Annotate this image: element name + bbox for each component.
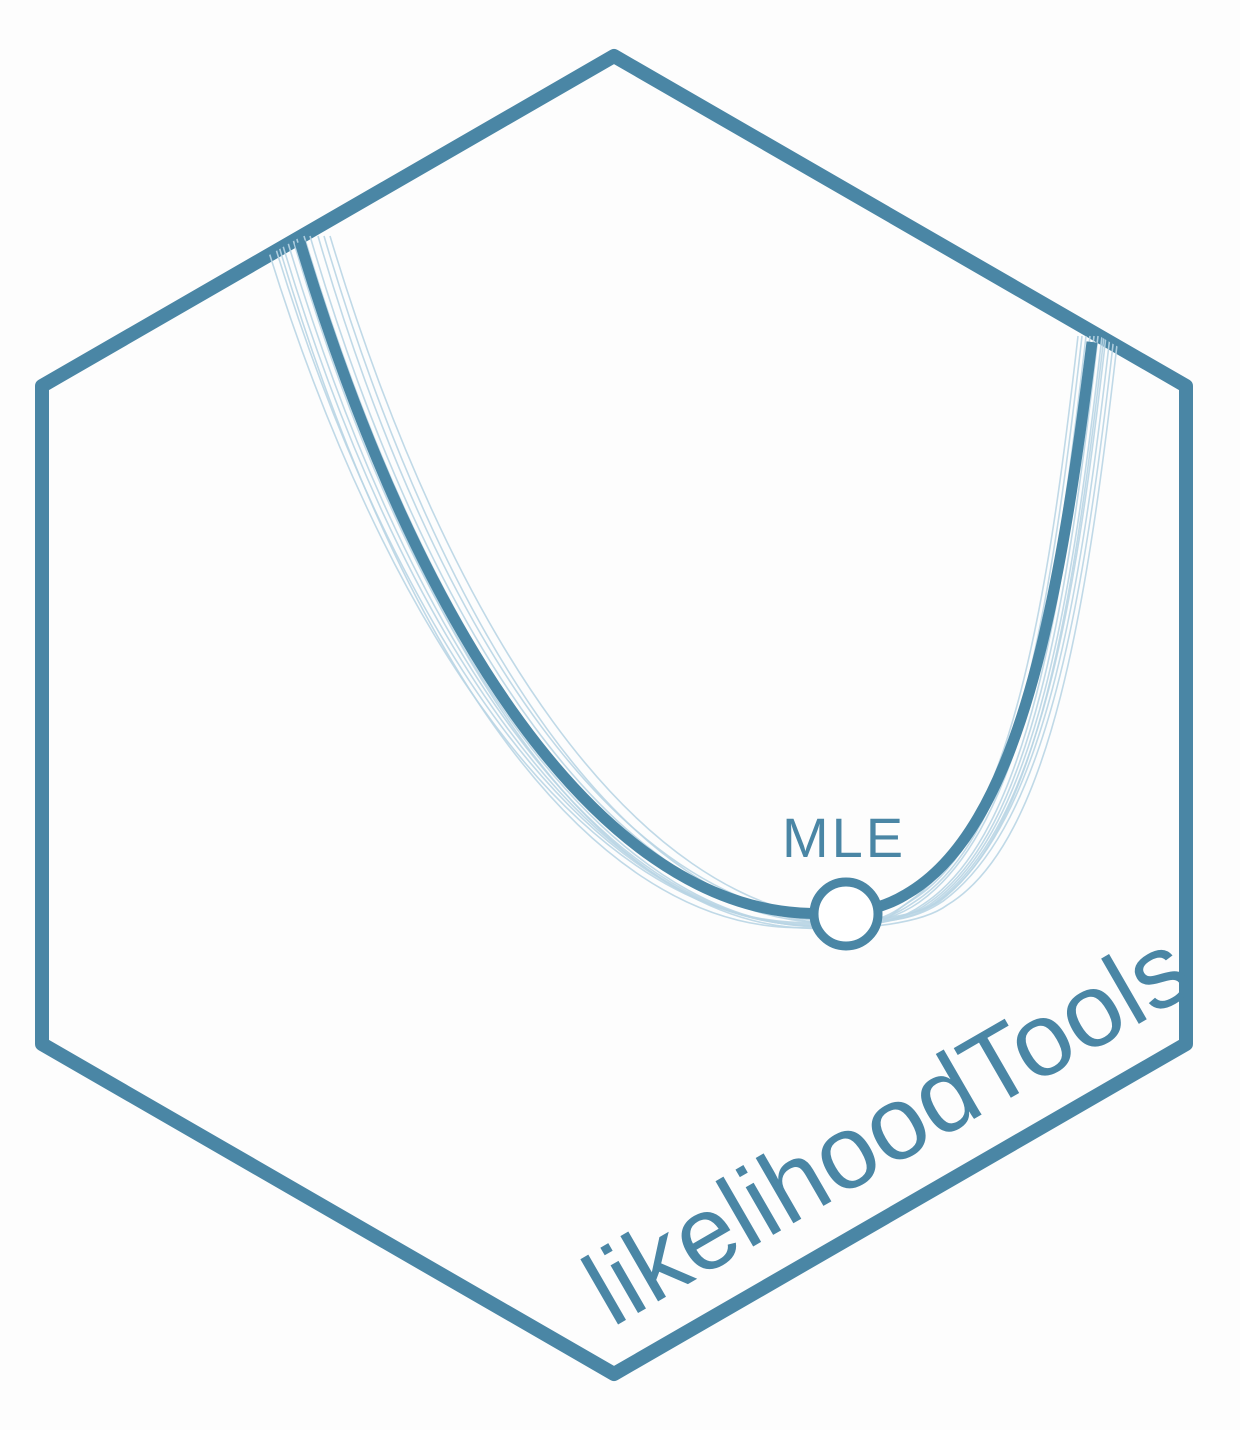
mle-label: MLE: [782, 806, 906, 869]
hexagon-border: [35, 49, 1193, 1381]
mle-point: [809, 877, 883, 951]
